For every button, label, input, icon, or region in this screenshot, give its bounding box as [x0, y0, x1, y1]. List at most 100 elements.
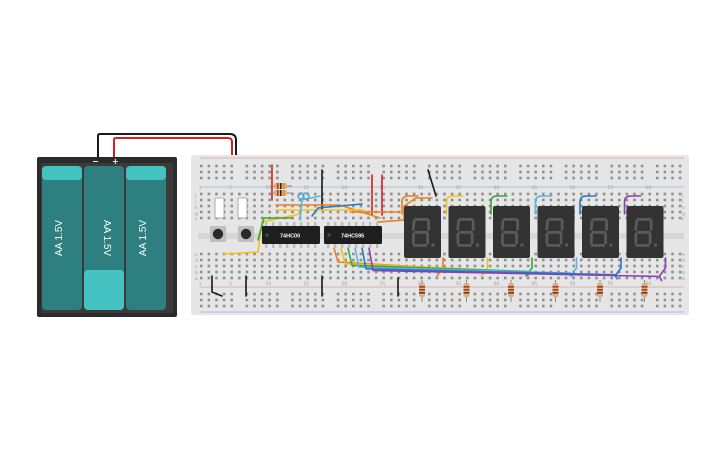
breadboard-column-numbers: 1155101015152020252530303535404045455050… — [194, 185, 685, 287]
battery-cell[interactable]: AA 1.5V — [84, 166, 124, 310]
column-number: 15 — [304, 281, 310, 287]
column-number: 25 — [380, 281, 386, 287]
row-letter: h — [195, 205, 198, 211]
battery-cell-label: AA 1.5V — [138, 220, 149, 256]
black-jumper-2[interactable] — [427, 169, 437, 197]
resistors[interactable] — [419, 280, 648, 302]
seven-segment-display[interactable] — [626, 206, 664, 258]
battery-plus-terminal: + — [112, 157, 119, 166]
battery-cell[interactable]: AA 1.5V — [126, 166, 166, 310]
ic-74hc00-label: 74HC00 — [280, 234, 300, 240]
display-gate-wire[interactable] — [614, 257, 622, 277]
switch-2[interactable] — [237, 197, 248, 219]
signal-wires[interactable] — [223, 195, 433, 255]
battery-cell-label: AA 1.5V — [54, 220, 65, 256]
row-letter: d — [682, 258, 685, 264]
ic-74hc00[interactable]: 74HC00 — [262, 222, 320, 248]
row-letter: h — [682, 205, 685, 211]
ic-74hc595-label: 74HC595 — [341, 234, 364, 240]
battery-minus-terminal: − — [92, 157, 99, 166]
column-number: 60 — [646, 281, 652, 287]
display-top-wire[interactable] — [401, 195, 419, 215]
column-number: 10 — [266, 185, 272, 191]
current-limit-resistor[interactable] — [508, 280, 514, 302]
column-number: 10 — [266, 281, 272, 287]
row-letter: j — [681, 193, 683, 199]
row-letter: d — [195, 258, 198, 264]
column-number: 50 — [570, 281, 576, 287]
switch-1[interactable] — [214, 197, 225, 219]
row-letter: b — [195, 270, 198, 276]
row-letter: j — [194, 193, 196, 199]
column-number: 20 — [342, 185, 348, 191]
display-wires[interactable] — [333, 195, 667, 282]
current-limit-resistor[interactable] — [419, 280, 425, 302]
orange-wire-1[interactable] — [275, 204, 381, 219]
blue-wire-2[interactable] — [299, 195, 321, 221]
column-number: 45 — [532, 281, 538, 287]
black-lead-wire[interactable] — [97, 133, 237, 164]
column-number: 40 — [494, 281, 500, 287]
column-number: 15 — [304, 185, 310, 191]
current-limit-resistor[interactable] — [597, 280, 603, 302]
green-wire-1[interactable] — [257, 217, 293, 241]
power-jumpers[interactable] — [211, 164, 437, 297]
seven-segment-displays[interactable] — [404, 206, 664, 258]
display-bus-wire[interactable] — [368, 247, 663, 282]
top-resistor-pair[interactable] — [270, 183, 292, 196]
display-top-wire[interactable] — [534, 195, 553, 215]
blue-wire-1[interactable] — [311, 203, 363, 217]
display-top-wire[interactable] — [579, 195, 597, 215]
red-lead-wire[interactable] — [113, 137, 233, 171]
column-number: 60 — [646, 185, 652, 191]
column-number: 55 — [608, 185, 614, 191]
column-number: 45 — [532, 185, 538, 191]
row-letter: a — [195, 277, 198, 282]
row-letter: b — [682, 270, 685, 276]
row-letter: f — [682, 217, 684, 223]
seven-segment-display[interactable] — [537, 206, 575, 258]
column-number: 55 — [608, 281, 614, 287]
column-number: 1 — [199, 281, 202, 287]
row-letter: g — [195, 212, 198, 217]
column-number: 5 — [229, 281, 232, 287]
seven-segment-display[interactable] — [448, 206, 486, 258]
orange-wire-3[interactable] — [377, 197, 433, 223]
seven-segment-display[interactable] — [493, 206, 530, 258]
capacitor[interactable] — [297, 192, 310, 200]
power-rail-lines — [200, 157, 684, 313]
ic-74hc595[interactable]: 74HC595 — [324, 222, 382, 248]
display-top-wire[interactable] — [445, 195, 464, 215]
column-number: 30 — [418, 185, 424, 191]
battery-pack[interactable]: AA 1.5V AA 1.5V AA 1.5V − + — [37, 157, 177, 317]
row-letter: c — [195, 265, 198, 270]
row-letter: g — [682, 212, 685, 217]
column-number: 35 — [456, 281, 462, 287]
battery-cell[interactable]: AA 1.5V — [42, 166, 82, 310]
row-letter: c — [682, 265, 685, 270]
row-letter: e — [682, 253, 685, 258]
pushbuttons[interactable] — [210, 226, 254, 242]
slide-switches[interactable] — [214, 197, 248, 219]
display-bus-wire[interactable] — [361, 247, 618, 280]
column-number: 40 — [494, 185, 500, 191]
seven-segment-display[interactable] — [404, 206, 441, 258]
current-limit-resistor[interactable] — [641, 280, 648, 302]
row-letter: i — [195, 199, 196, 205]
current-limit-resistor[interactable] — [552, 280, 559, 302]
seven-segment-display[interactable] — [582, 206, 619, 258]
display-gate-wire[interactable] — [658, 257, 667, 277]
current-limit-resistor[interactable] — [463, 280, 470, 302]
row-letter: i — [682, 199, 683, 205]
row-letter: e — [195, 253, 198, 258]
black-jumper-3[interactable] — [211, 275, 223, 297]
row-letter: a — [682, 277, 685, 282]
column-number: 1 — [199, 185, 202, 191]
display-top-wire[interactable] — [623, 195, 642, 215]
column-number: 5 — [229, 185, 232, 191]
column-number: 20 — [342, 281, 348, 287]
column-number: 35 — [456, 185, 462, 191]
battery-leads[interactable] — [97, 133, 237, 171]
column-number: 50 — [570, 185, 576, 191]
display-top-wire[interactable] — [490, 195, 508, 215]
